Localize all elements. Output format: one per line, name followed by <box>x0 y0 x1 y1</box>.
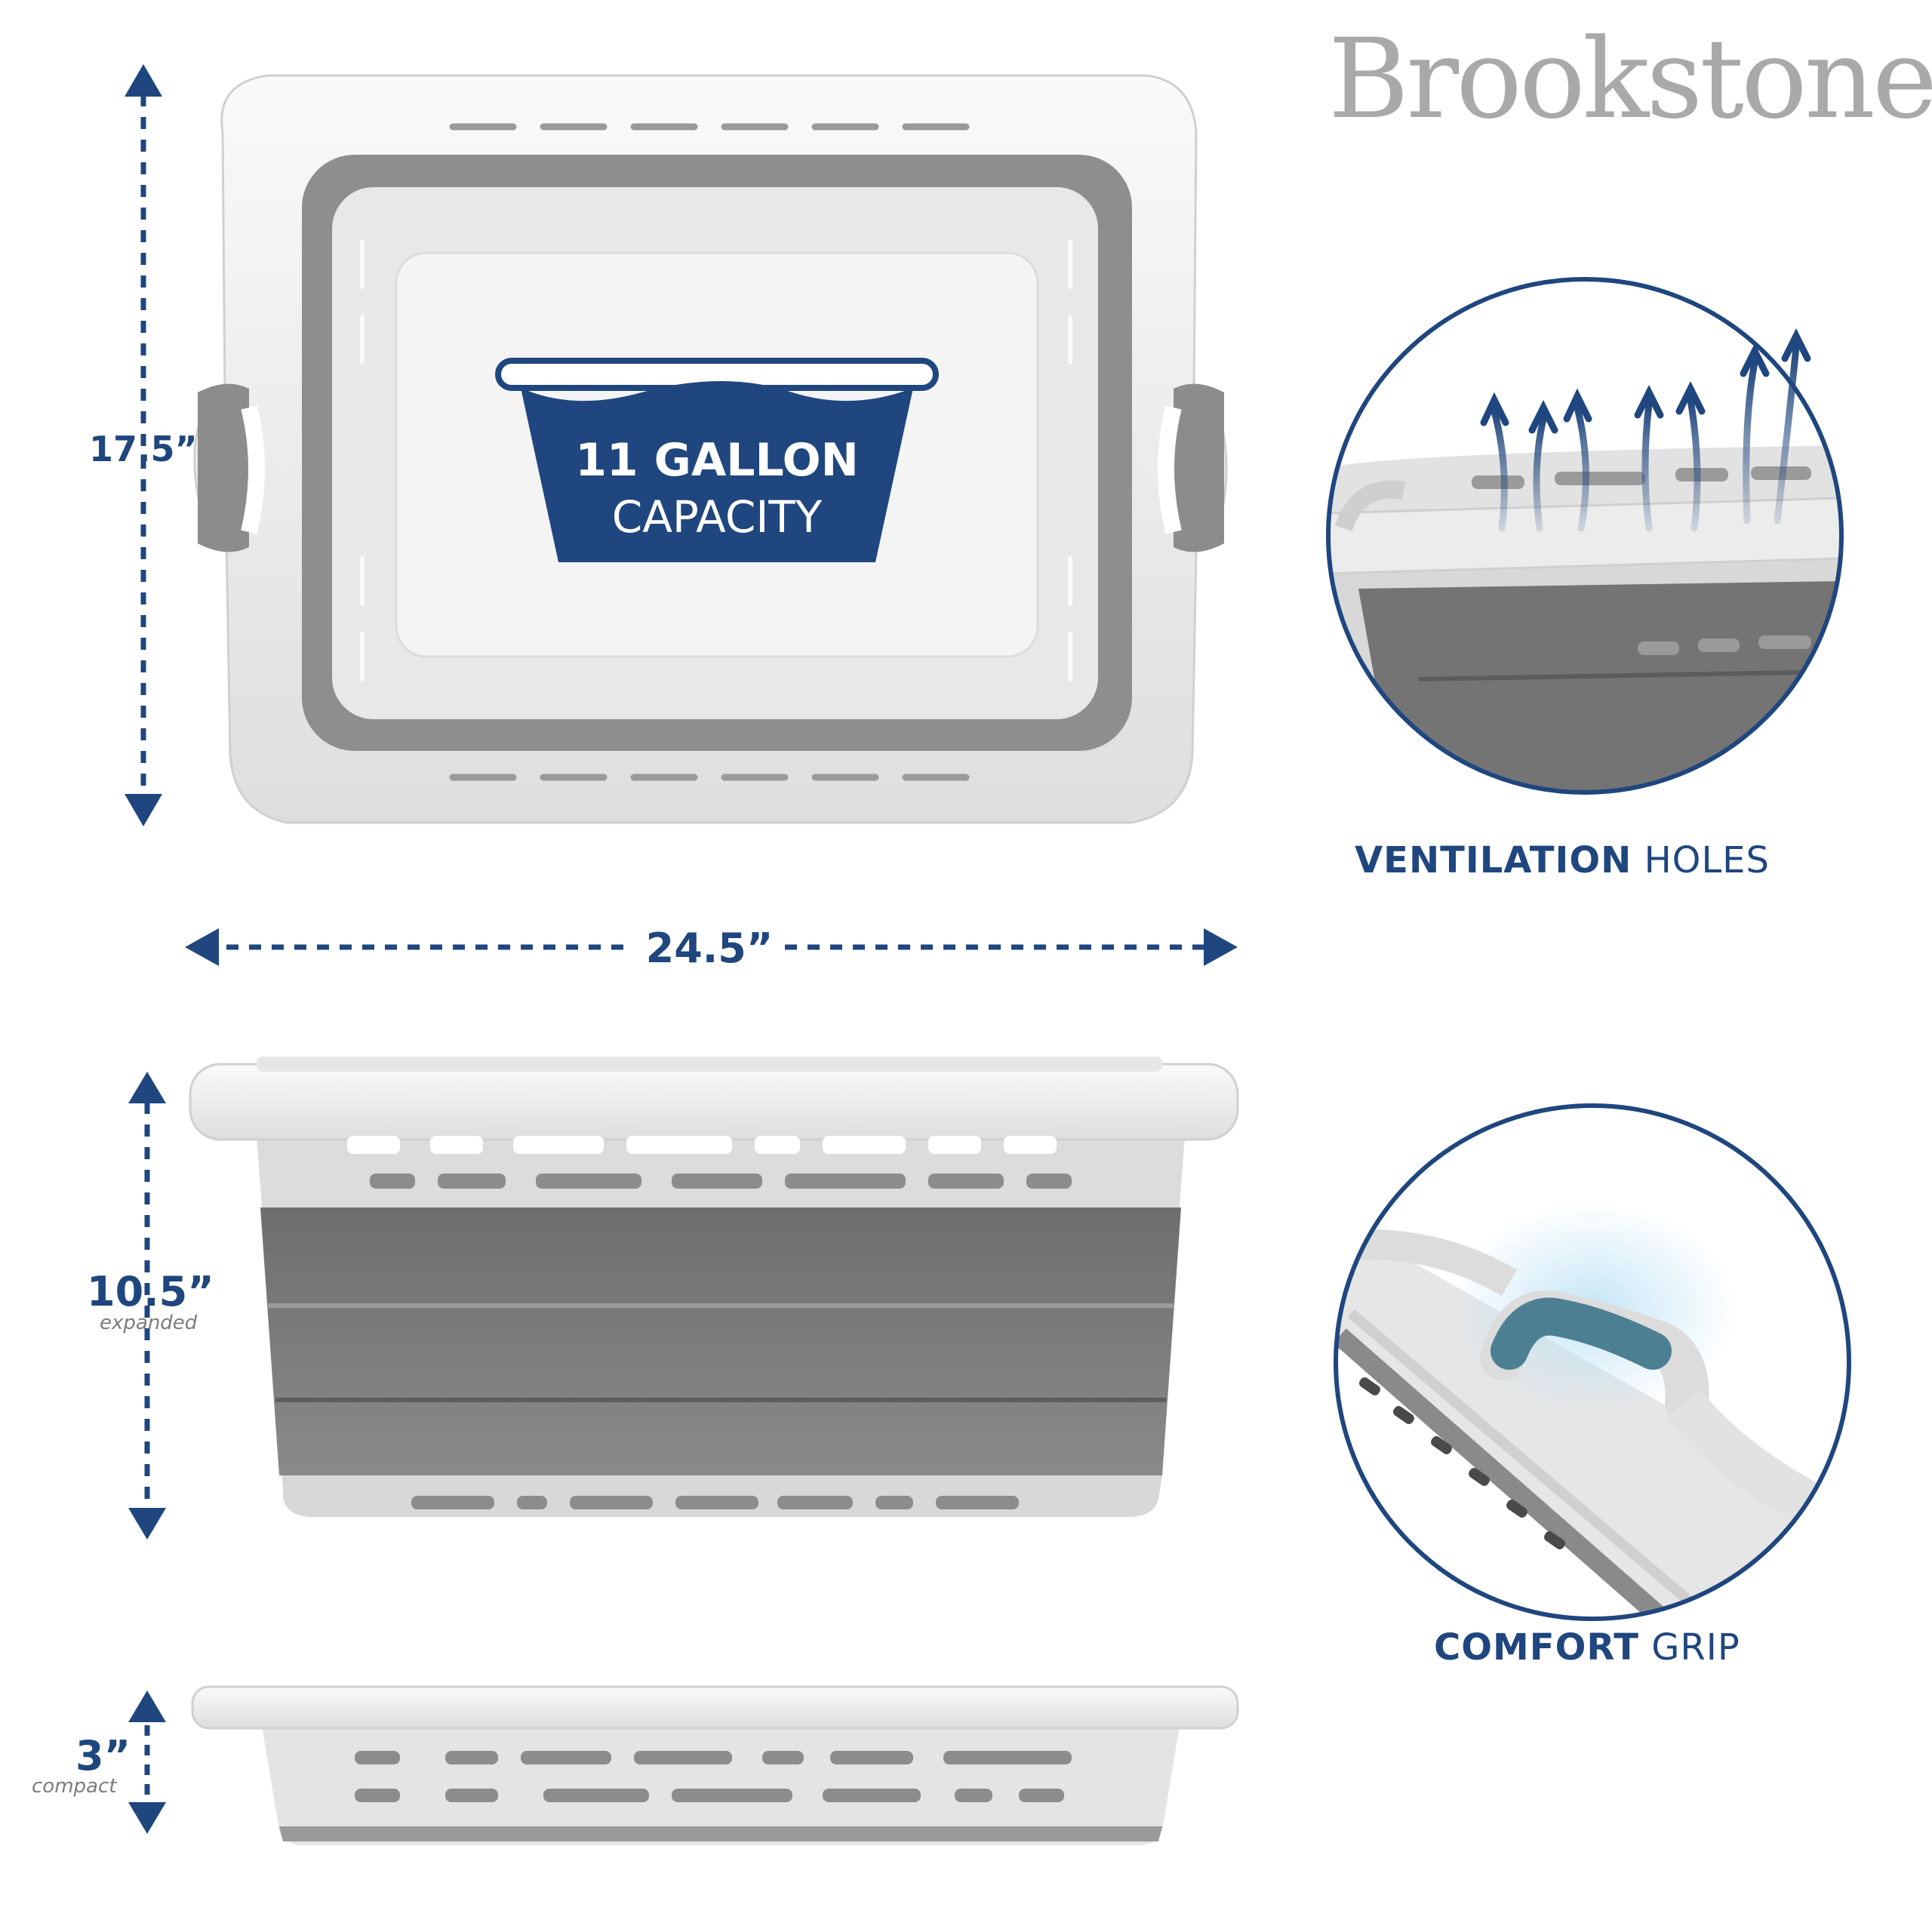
dimension-height-compact-label: 3” <box>75 1732 131 1780</box>
dimension-length-label: 17.5” <box>89 429 198 469</box>
right-handle <box>1174 383 1224 552</box>
left-handle <box>198 383 249 552</box>
basket-top-view: 11 GALLON CAPACITY <box>193 74 1228 824</box>
handle-grip-icon <box>1491 1297 1672 1370</box>
capacity-tub-icon <box>495 358 939 562</box>
dimension-width-label: 24.5” <box>645 924 774 972</box>
dimension-height-expanded-label: 10.5” <box>87 1268 214 1315</box>
capacity-line1: 11 GALLON <box>575 434 859 487</box>
dimension-arrow-height-compact <box>128 1690 166 1834</box>
basket-side-view-expanded <box>189 1057 1239 1517</box>
dimension-height-expanded-note: expanded <box>100 1312 198 1334</box>
dimension-arrow-width <box>185 928 1238 966</box>
capacity-line2: CAPACITY <box>612 491 823 543</box>
ventilation-detail-circle <box>1326 277 1844 795</box>
dimension-arrow-length <box>125 64 162 826</box>
comfort-grip-detail-circle <box>1334 1103 1851 1621</box>
dimension-arrow-height-expanded <box>128 1072 166 1540</box>
feature-comfort-grip-label: COMFORT GRIP <box>1434 1626 1740 1669</box>
dimension-height-compact-note: compact <box>32 1775 117 1798</box>
basket-side-view-compact <box>191 1685 1239 1845</box>
airflow-arrows-icon <box>1480 328 1811 532</box>
brand-logo: Brookstone® <box>1328 15 1932 143</box>
feature-ventilation-label: VENTILATION HOLES <box>1355 839 1770 881</box>
